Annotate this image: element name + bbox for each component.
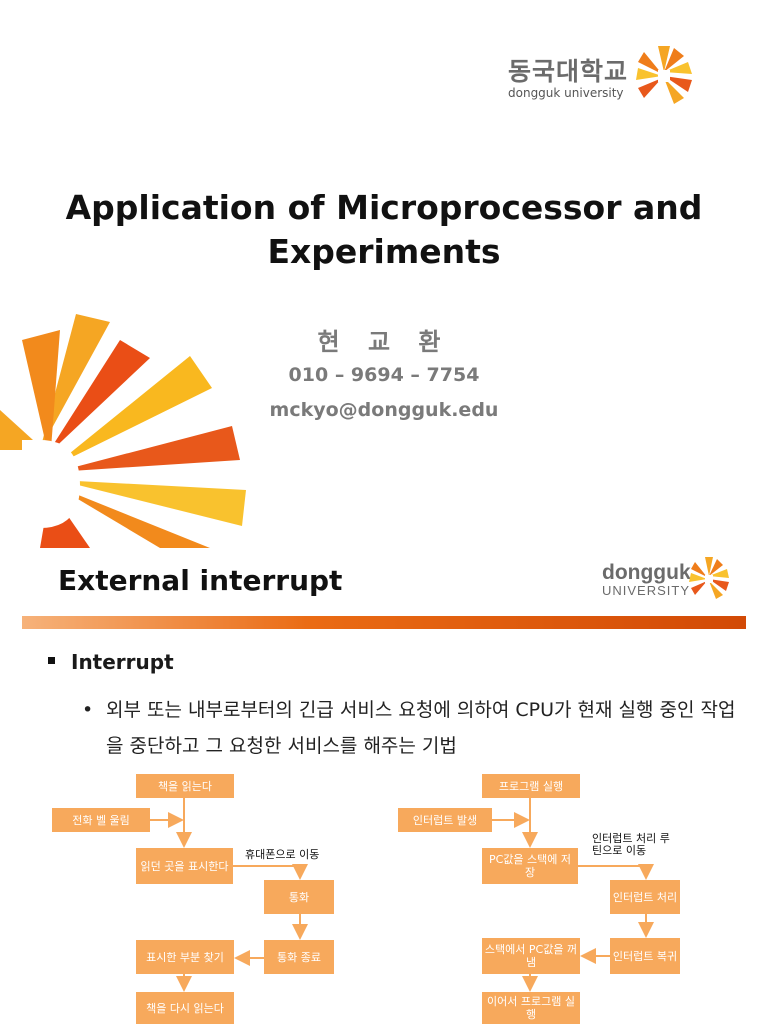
flow-box-find-marked: 표시한 부분 찾기 (136, 940, 234, 974)
label-move-to-routine: 인터럽트 처리 루틴으로 이동 (592, 832, 670, 857)
flow-box-pop-pc: 스택에서 PC값을 꺼냄 (482, 938, 580, 974)
bullet-description: • 외부 또는 내부로부터의 긴급 서비스 요청에 의하여 CPU가 현재 실행… (82, 692, 742, 764)
title-line-1: Application of Microprocessor and (65, 188, 703, 227)
flow-box-end-call: 통화 종료 (264, 940, 334, 974)
author-name: 현 교 환 (317, 328, 451, 356)
interrupt-slide: External interrupt dongguk UNIVERSITY In… (0, 548, 768, 1024)
logo-korean-text: 동국대학교 (508, 57, 629, 86)
bullet-heading-text: Interrupt (71, 650, 174, 674)
sun-logo-icon (636, 46, 692, 104)
bullet-heading: Interrupt (48, 650, 174, 674)
logo-line-1: dongguk (602, 561, 691, 584)
bullet-description-text: 외부 또는 내부로부터의 긴급 서비스 요청에 의하여 CPU가 현재 실행 중… (106, 699, 736, 757)
flow-connectors (150, 798, 654, 992)
university-logo: 동국대학교 dongguk university (508, 52, 768, 100)
author-phone: 010 – 9694 – 7754 (288, 364, 480, 386)
flow-box-mark-place: 읽던 곳을 표시한다 (136, 848, 233, 884)
flow-box-handle-interrupt: 인터럽트 처리 (610, 880, 680, 914)
logo-english-text: dongguk university (508, 86, 624, 100)
round-bullet-icon: • (82, 699, 94, 721)
flow-box-read-book: 책을 읽는다 (136, 774, 234, 798)
title-divider-bar (22, 616, 746, 629)
presentation-title: Application of Microprocessor and Experi… (40, 186, 728, 274)
flow-box-interrupt-occurs: 인터럽트 발생 (398, 808, 492, 832)
flow-box-continue-program: 이어서 프로그램 실행 (482, 992, 580, 1024)
flow-box-run-program: 프로그램 실행 (482, 774, 580, 798)
logo-line-2: UNIVERSITY (602, 583, 691, 598)
university-logo-english: dongguk UNIVERSITY (602, 562, 691, 598)
large-sun-graphic-icon (0, 314, 246, 548)
flow-box-read-again: 책을 다시 읽는다 (136, 992, 234, 1024)
label-move-to-phone: 휴대폰으로 이동 (245, 848, 320, 861)
flow-box-call: 통화 (264, 880, 334, 914)
title-slide: 동국대학교 dongguk university Application of … (0, 46, 768, 548)
sun-logo-icon (689, 557, 729, 599)
author-email: mckyo@dongguk.edu (269, 399, 499, 421)
square-bullet-icon (48, 657, 55, 664)
flow-box-phone-ring: 전화 벨 울림 (52, 808, 150, 832)
title-line-2: Experiments (267, 232, 501, 271)
slide-title: External interrupt (58, 564, 343, 597)
flow-box-return-interrupt: 인터럽트 복귀 (610, 938, 680, 974)
flow-box-save-pc: PC값을 스택에 저장 (482, 848, 578, 884)
